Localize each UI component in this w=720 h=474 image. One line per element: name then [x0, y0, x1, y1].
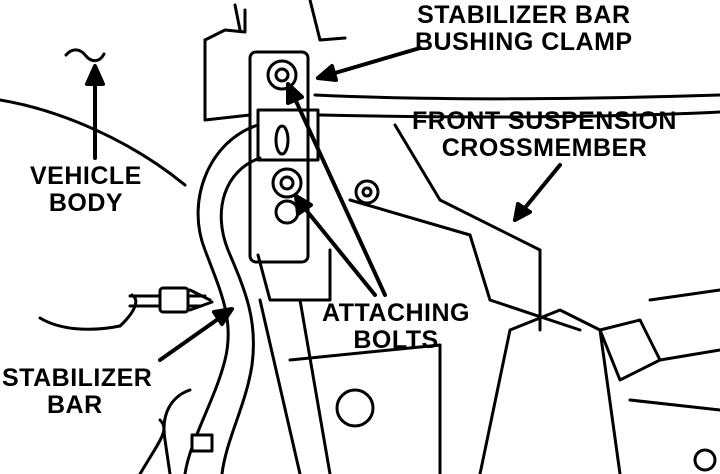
- vehicle-body-arc: [118, 293, 138, 328]
- frame-bracket-left: [203, 38, 252, 122]
- stabilizer-bar-inner: [219, 156, 262, 474]
- bottom-nut: [190, 433, 214, 453]
- stabilizer-bar-label-line1: STABILIZER: [2, 364, 153, 392]
- arrowhead-crossmember: [513, 202, 532, 222]
- upper-bolt-head: [266, 59, 298, 91]
- stabilizer-bar-label: STABILIZER BAR: [2, 365, 152, 419]
- right-nut: [693, 448, 717, 472]
- bushing-clamp-label: STABILIZER BAR BUSHING CLAMP: [415, 2, 633, 56]
- frame-bracket-top: [203, 8, 247, 42]
- crossmember-middle-edge: [318, 110, 720, 119]
- right-bracket: [598, 318, 662, 382]
- arrow-bolts-upper: [288, 86, 387, 297]
- crossmember-panel: [393, 123, 542, 332]
- right-bolt-head: [354, 179, 380, 205]
- middle-bolt-center: [279, 175, 295, 191]
- crossmember-slant: [348, 198, 472, 237]
- lower-bolt-head: [274, 199, 300, 225]
- right-bolt-center: [361, 186, 373, 198]
- middle-bolt-head: [271, 167, 303, 199]
- right-edge-lines: [628, 288, 720, 412]
- arrowhead-clamp: [316, 64, 338, 82]
- lower-hole: [335, 388, 375, 428]
- stabilizer-bar-outer: [183, 123, 260, 474]
- arrowhead-bolts-lower: [294, 194, 313, 216]
- arrowhead-stabilizer-bar: [212, 307, 234, 326]
- leader-arrows: [85, 46, 562, 362]
- stabilizer-bar-label-line2: BAR: [47, 391, 103, 419]
- vehicle-body-label: VEHICLE BODY: [30, 163, 142, 217]
- bushing-slot: [274, 124, 290, 156]
- crossmember-label-line1: FRONT SUSPENSION: [412, 107, 677, 135]
- arrowhead-bolts-upper: [286, 82, 304, 105]
- lower-crossbar: [288, 343, 442, 474]
- upper-bolt-center: [274, 67, 290, 83]
- lower-arm-bottom: [138, 418, 166, 474]
- link-connector: [158, 286, 190, 314]
- lower-arm-left: [162, 388, 192, 474]
- vehicle-body-label-line1: VEHICLE: [30, 162, 142, 190]
- vehicle-body-label-line2: BODY: [48, 189, 124, 217]
- attaching-bolts-label-line2: BOLTS: [353, 326, 439, 354]
- link-threads: [188, 288, 214, 312]
- arrow-stabilizer-bar: [158, 310, 230, 362]
- attaching-bolts-label-line1: ATTACHING: [322, 299, 470, 327]
- arrow-bolts-lower: [296, 198, 377, 297]
- bushing-clamp-label-line1: STABILIZER BAR: [417, 1, 631, 29]
- arrowhead-vehicle-body: [85, 64, 105, 86]
- attaching-bolts-label: ATTACHING BOLTS: [322, 300, 470, 354]
- lower-strut: [258, 298, 332, 474]
- lower-right-structure: [478, 308, 622, 474]
- vehicle-body-lower-line: [38, 316, 122, 331]
- body-tilde-mark: [64, 48, 106, 63]
- frame-top-lines: [233, 0, 347, 42]
- crossmember-top-edge: [313, 93, 720, 101]
- crossmember-label-line2: CROSSMEMBER: [441, 134, 648, 162]
- crossmember-label: FRONT SUSPENSION CROSSMEMBER: [412, 108, 677, 162]
- bushing-clamp-label-line2: BUSHING CLAMP: [415, 28, 633, 56]
- crossmember-right-bottom: [468, 233, 582, 332]
